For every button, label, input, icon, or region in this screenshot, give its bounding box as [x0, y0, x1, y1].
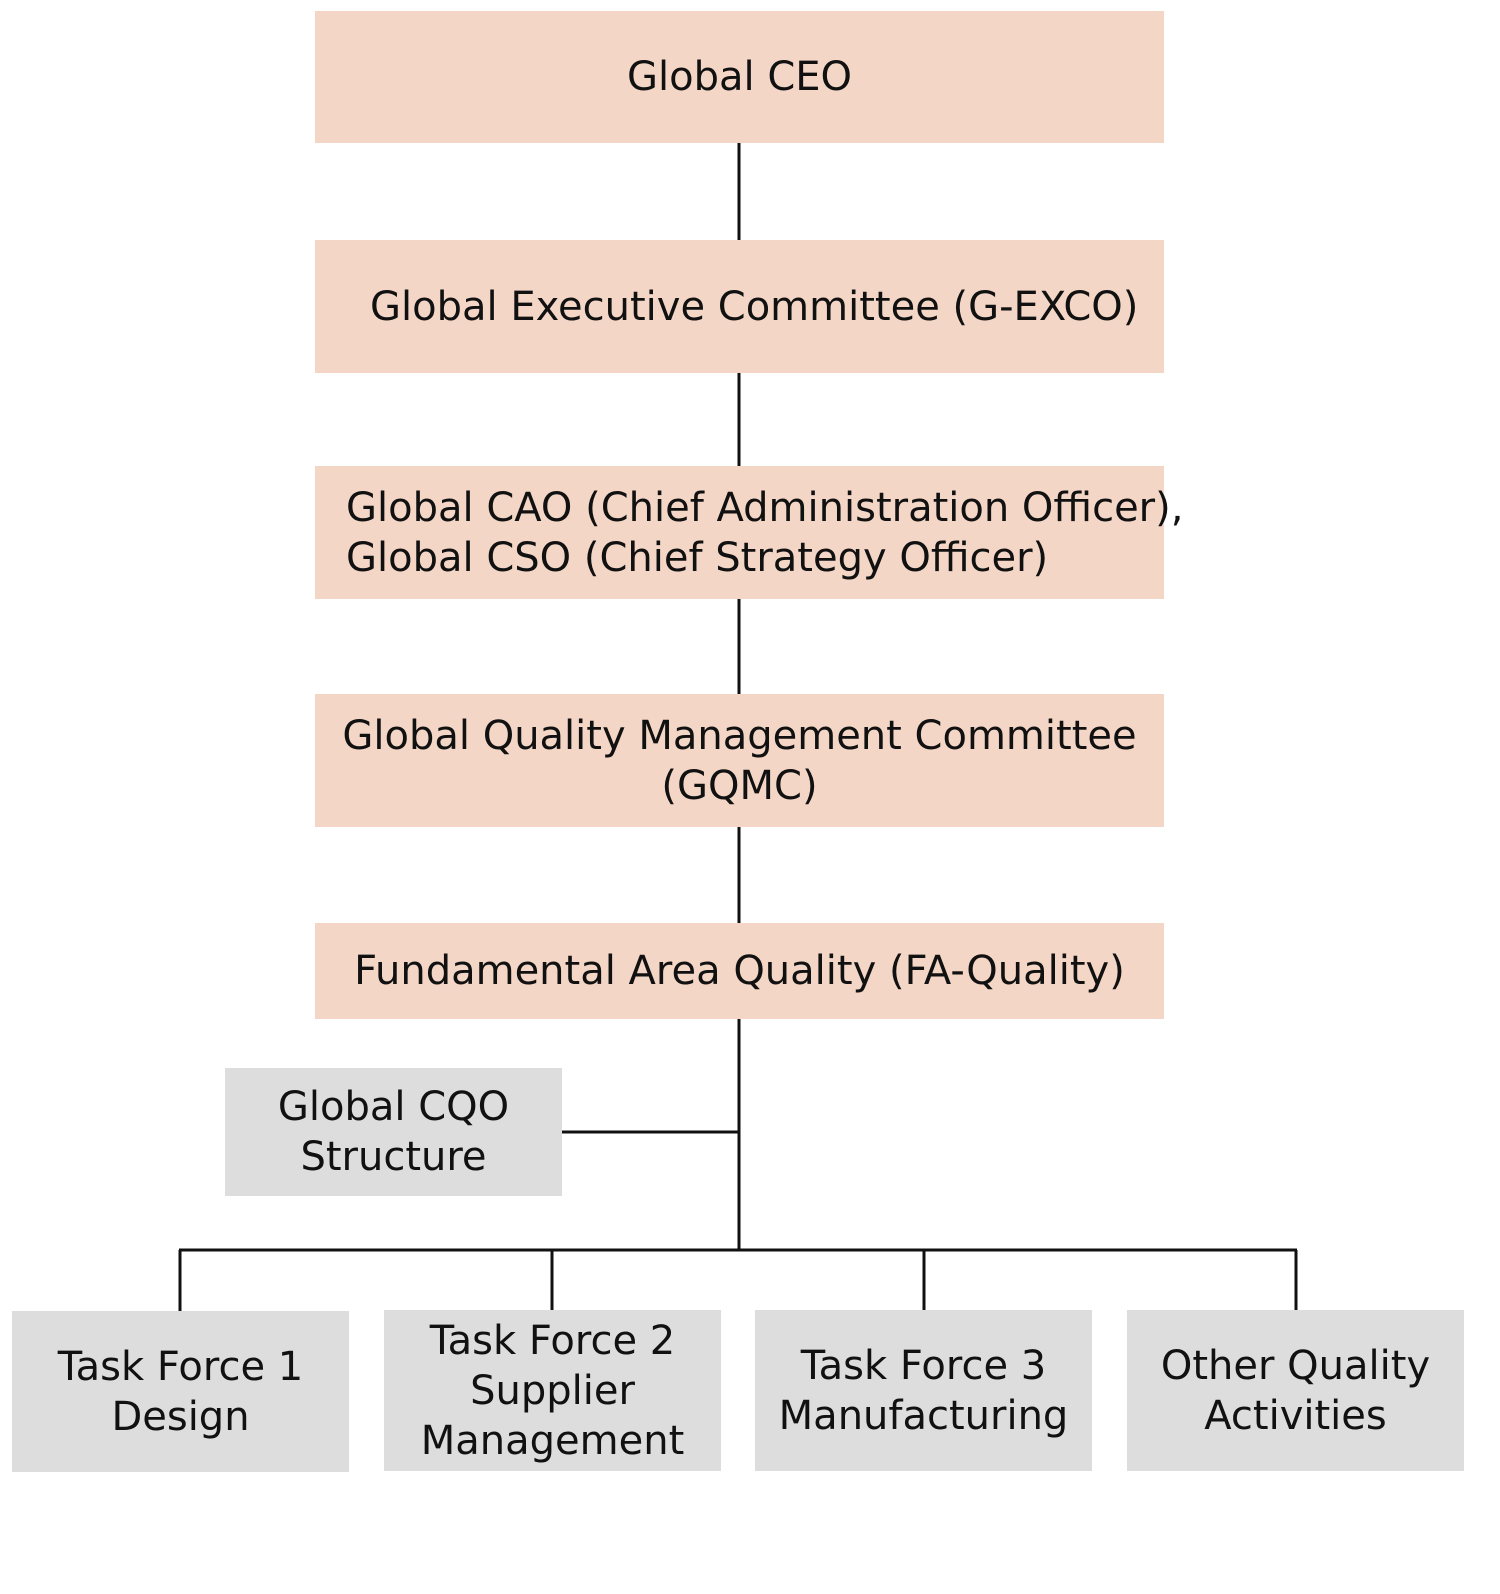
node-label: Fundamental Area Quality (FA-Quality): [354, 948, 1125, 994]
node-label-line-1: Other Quality: [1160, 1342, 1431, 1389]
node-label-line-1: Global Quality Management Committee: [342, 712, 1137, 759]
node-label-line-2: Activities: [1204, 1392, 1387, 1439]
node-global-ceo: Global CEO: [315, 11, 1164, 143]
node-label-line-2: (GQMC): [661, 762, 818, 809]
node-label-line-2: Supplier: [470, 1367, 635, 1414]
node-task-force-1: Task Force 1 Design: [12, 1311, 349, 1472]
node-label-line-1: Task Force 1: [57, 1343, 304, 1390]
node-label-line-2: Design: [111, 1393, 250, 1440]
node-label-line-2: Manufacturing: [778, 1392, 1069, 1439]
node-label: Global CEO: [627, 54, 852, 100]
node-label-line-1: Global CQO: [277, 1084, 510, 1130]
node-global-executive-committee: Global Executive Committee (G-EXCO): [315, 240, 1164, 373]
node-global-cao-cso: Global CAO (Chief Administration Officer…: [315, 466, 1183, 599]
node-other-quality-activities: Other Quality Activities: [1127, 1310, 1464, 1471]
node-global-quality-management-committee: Global Quality Management Committee (GQM…: [315, 694, 1164, 827]
node-label-line-1: Global CAO (Chief Administration Officer…: [346, 484, 1184, 531]
node-label-line-1: Task Force 2: [429, 1317, 676, 1364]
node-label-line-2: Global CSO (Chief Strategy Officer): [346, 534, 1049, 581]
node-fundamental-area-quality: Fundamental Area Quality (FA-Quality): [315, 923, 1164, 1019]
node-task-force-3: Task Force 3 Manufacturing: [755, 1310, 1092, 1471]
node-label-line-2: Structure: [300, 1134, 487, 1180]
node-global-cqo-structure: Global CQO Structure: [225, 1068, 562, 1196]
node-label: Global Executive Committee (G-EXCO): [370, 283, 1139, 330]
node-label-line-1: Task Force 3: [800, 1342, 1047, 1389]
node-label-line-3: Management: [420, 1417, 685, 1464]
node-task-force-2: Task Force 2 Supplier Management: [384, 1310, 721, 1471]
